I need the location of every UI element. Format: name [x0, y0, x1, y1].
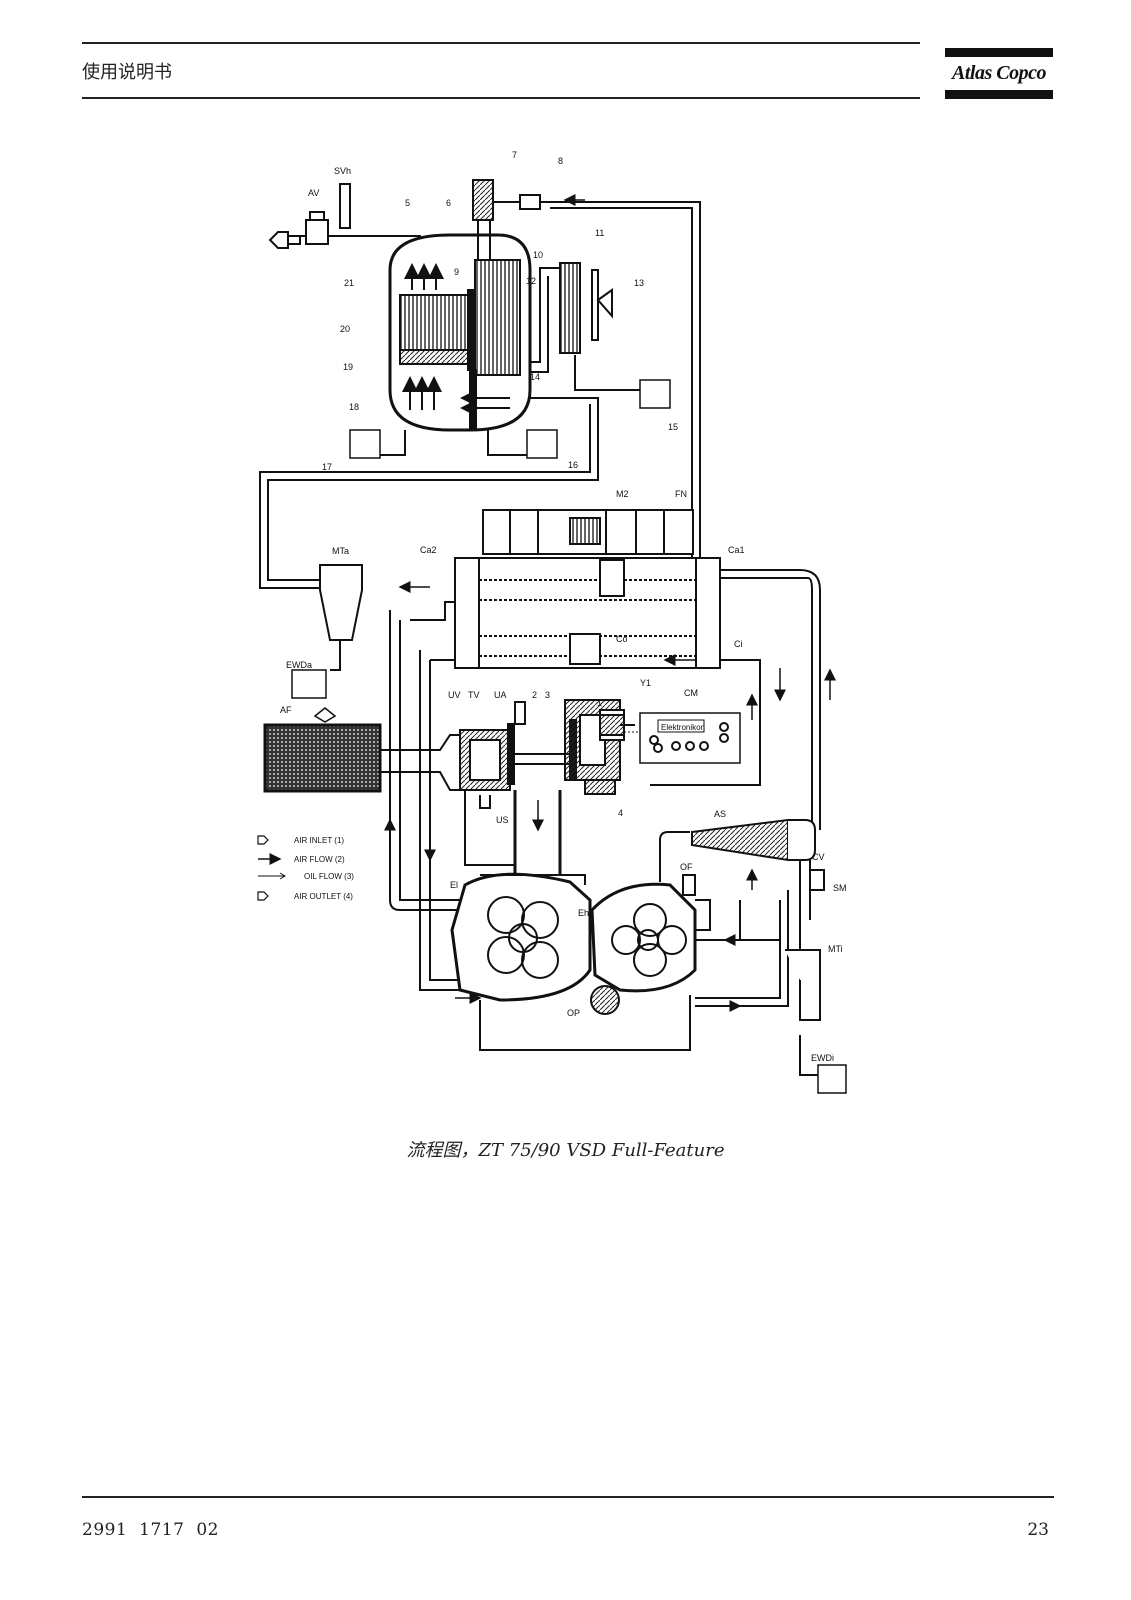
legend-label-air-inlet: AIR INLET (1) — [294, 836, 344, 845]
flow-diagram: 7 8 SVh AV 5 6 10 11 9 12 13 21 20 19 18… — [240, 140, 900, 1130]
label-5: 5 — [405, 198, 410, 208]
label-4: 4 — [618, 808, 623, 818]
label-y1: Y1 — [640, 678, 651, 688]
document-number: 2991 1717 02 — [82, 1520, 219, 1540]
label-uv: UV — [448, 690, 461, 700]
label-14: 14 — [530, 372, 540, 382]
figure-caption: 流程图，ZT 75/90 VSD Full-Feature — [406, 1140, 725, 1161]
label-af: AF — [280, 705, 292, 715]
logo-wordmark: Atlas Copco — [952, 62, 1046, 84]
label-tv: TV — [468, 690, 480, 700]
atlas-copco-logo: Atlas Copco — [945, 48, 1053, 100]
label-2: 2 — [532, 690, 537, 700]
label-20: 20 — [340, 324, 350, 334]
label-co: Co — [616, 634, 628, 644]
label-16: 16 — [568, 460, 578, 470]
label-3: 3 — [545, 690, 550, 700]
label-ewda: EWDa — [286, 660, 312, 670]
label-ua: UA — [494, 690, 507, 700]
legend-item-oil-flow: OIL FLOW (3) — [258, 872, 354, 881]
flow-legend: AIR INLET (1) AIR FLOW (2) OIL FLOW (3) … — [257, 835, 354, 901]
label-sm: SM — [833, 883, 847, 893]
label-mta: MTa — [332, 546, 349, 556]
legend-label-oil-flow: OIL FLOW (3) — [304, 872, 354, 881]
label-17: 17 — [322, 462, 332, 472]
footer-rule — [82, 1496, 1054, 1498]
label-9: 9 — [454, 267, 459, 277]
label-ca1: Ca1 — [728, 545, 745, 555]
label-7: 7 — [512, 150, 517, 160]
label-15: 15 — [668, 422, 678, 432]
label-as: AS — [714, 809, 726, 819]
page-number: 23 — [1027, 1520, 1049, 1540]
hollow-arrow-icon — [257, 891, 269, 901]
label-8: 8 — [558, 156, 563, 166]
controller-brand: Elektronikon — [661, 723, 705, 732]
flow-diagram-svg: 7 8 SVh AV 5 6 10 11 9 12 13 21 20 19 18… — [257, 150, 847, 1094]
label-us: US — [496, 815, 509, 825]
header-top-rule — [82, 42, 920, 44]
label-ci: Ci — [734, 639, 743, 649]
legend-item-air-outlet: AIR OUTLET (4) — [257, 891, 353, 901]
hollow-arrow-icon — [257, 835, 269, 845]
header-title: 使用说明书 — [82, 62, 172, 83]
label-cv: CV — [812, 852, 825, 862]
label-ewdi: EWDi — [811, 1053, 834, 1063]
logo-bottom-bar — [945, 90, 1053, 99]
label-21: 21 — [344, 278, 354, 288]
label-13: 13 — [634, 278, 644, 288]
label-ca2: Ca2 — [420, 545, 437, 555]
label-10: 10 — [533, 250, 543, 260]
label-m2: M2 — [616, 489, 629, 499]
label-6: 6 — [446, 198, 451, 208]
logo-top-bar — [945, 48, 1053, 57]
legend-label-air-outlet: AIR OUTLET (4) — [294, 892, 353, 901]
label-mti: MTi — [828, 944, 843, 954]
legend-label-air-flow: AIR FLOW (2) — [294, 855, 345, 864]
label-11: 11 — [595, 228, 604, 238]
label-fn: FN — [675, 489, 687, 499]
label-op: OP — [567, 1008, 580, 1018]
label-av: AV — [308, 188, 319, 198]
label-19: 19 — [343, 362, 353, 372]
label-cm: CM — [684, 688, 698, 698]
label-1: 1 — [597, 698, 602, 708]
label-eh: Eh — [578, 908, 589, 918]
label-12: 12 — [526, 276, 536, 286]
label-svh: SVh — [334, 166, 351, 176]
label-el: El — [450, 880, 458, 890]
legend-item-air-inlet: AIR INLET (1) — [257, 835, 344, 845]
label-of: OF — [680, 862, 693, 872]
header-bottom-rule — [82, 97, 920, 99]
legend-item-air-flow: AIR FLOW (2) — [258, 853, 345, 865]
label-18: 18 — [349, 402, 359, 412]
